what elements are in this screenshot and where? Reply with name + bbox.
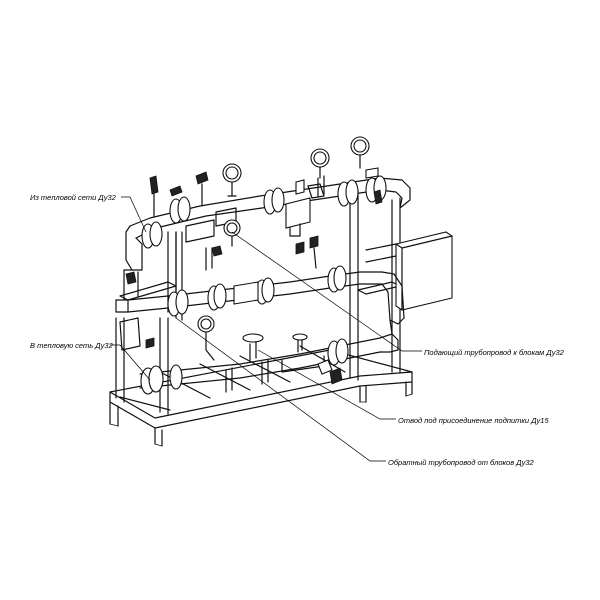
label-supply-pipeline: Подающий трубопровод к блокам Ду32 (424, 348, 564, 357)
valves (125, 171, 383, 385)
label-makeup-branch: Отвод под присоединение подпитки Ду15 (398, 416, 549, 425)
label-from-heat-network: Из тепловой сети Ду32 (30, 193, 116, 202)
lower-pipe (139, 319, 399, 395)
pressure-gauges (197, 136, 370, 361)
control-cabinet (365, 231, 453, 311)
label-return-pipeline: Обратный трубопровод от блоков Ду32 (388, 458, 534, 467)
middle-pipe (115, 265, 405, 351)
leader-lines (110, 196, 422, 462)
base-frame (109, 345, 413, 447)
label-to-heat-network: В тепловую сеть Ду32 (30, 341, 113, 350)
